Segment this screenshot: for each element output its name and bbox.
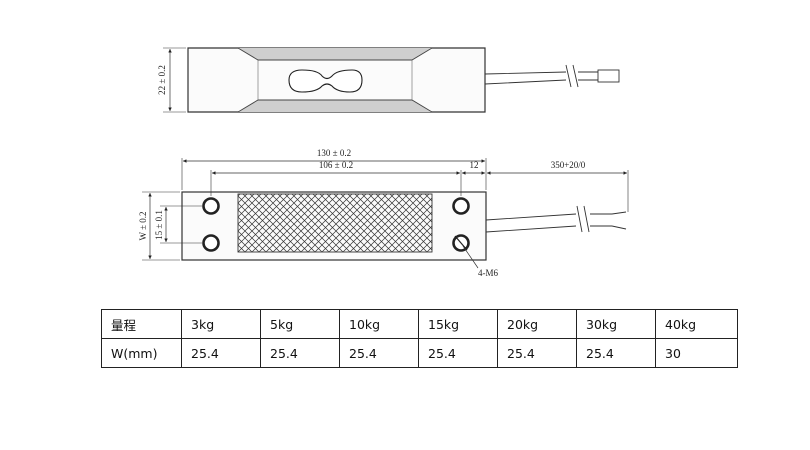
mounting-hole-left-top (202, 197, 220, 215)
dim-hole-gap-label: 15 ± 0.1 (154, 210, 164, 240)
table-cell: 25.4 (576, 338, 656, 368)
table-cell: 3kg (181, 309, 261, 339)
table-cell: 10kg (339, 309, 419, 339)
dim-cable-length-label: 350+20/0 (551, 160, 586, 170)
dim-height-label: 22 ± 0.2 (157, 65, 167, 95)
front-view-cable (485, 213, 577, 233)
table-cell: 5kg (260, 309, 340, 339)
top-view-cable (484, 71, 567, 85)
table-cell: 25.4 (339, 338, 419, 368)
dim-hole-spacing-label: 106 ± 0.2 (319, 160, 353, 170)
dim-width-label: W ± 0.2 (138, 211, 148, 240)
table-cell: W(mm) (101, 338, 182, 368)
table-cell: 25.4 (497, 338, 577, 368)
dim-total-length-label: 130 ± 0.2 (317, 148, 351, 158)
table-row: W(mm) 25.4 25.4 25.4 25.4 25.4 25.4 30 (101, 338, 738, 368)
table-cell: 25.4 (260, 338, 340, 368)
top-view-slot (288, 69, 363, 93)
table-cell: 20kg (497, 309, 577, 339)
front-view: 130 ± 0.2 106 ± 0.2 12 350+20/0 W ± 0.2 … (138, 148, 629, 278)
mounting-hole-left-bottom (202, 234, 220, 252)
table-cell: 30 (655, 338, 738, 368)
table-cell: 25.4 (181, 338, 261, 368)
hole-callout-label: 4-M6 (478, 268, 498, 278)
top-view: 22 ± 0.2 (157, 47, 620, 113)
dim-end-offset-label: 12 (470, 160, 479, 170)
top-view-upper-recess (237, 47, 433, 61)
top-view-lower-recess (237, 99, 433, 113)
table-cell: 量程 (101, 309, 182, 339)
table-cell: 25.4 (418, 338, 498, 368)
table-header-row: 量程 3kg 5kg 10kg 15kg 20kg 30kg 40kg (101, 309, 738, 339)
front-view-mesh-area (237, 193, 433, 253)
mounting-hole-right-top (452, 197, 470, 215)
table-cell: 40kg (655, 309, 738, 339)
dimension-drawing: 22 ± 0.2 130 ± 0.2 106 ± 0.2 12 (138, 47, 629, 278)
top-view-cable-end (597, 69, 620, 83)
table-cell: 15kg (418, 309, 498, 339)
table-cell: 30kg (576, 309, 656, 339)
capacity-width-table: 量程 3kg 5kg 10kg 15kg 20kg 30kg 40kg W(mm… (101, 309, 738, 368)
